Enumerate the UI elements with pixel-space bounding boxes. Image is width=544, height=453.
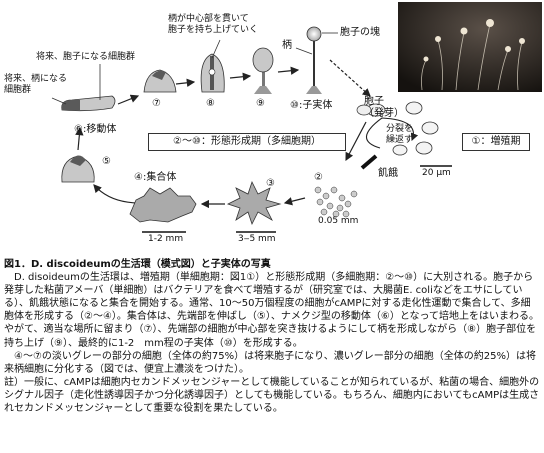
label-stalk-cells: 将来、柄になる 細胞群 — [4, 74, 68, 95]
slug-tip — [61, 100, 80, 110]
arrow-5-to-6 — [75, 126, 84, 151]
stalk-cells-pointer — [51, 97, 67, 105]
label-stage7: ⑦ — [152, 98, 161, 109]
label-stalk-pierces: 柄が中心部を貫いて 胞子を持ち上げていく — [168, 14, 259, 35]
arrow-9-to-10 — [277, 66, 300, 75]
division-cycle-arrow — [365, 117, 419, 149]
caption-title: 図1．D. discoideumの生活環（模式図）と子実体の写真 — [4, 259, 271, 270]
figure-caption: 図1．D. discoideumの生活環（模式図）と子実体の写真 D. diso… — [4, 258, 540, 415]
mound-stage7 — [143, 69, 177, 93]
label-aggregate: ④:集合体 — [134, 172, 177, 183]
arrow-8-to-9 — [229, 72, 252, 81]
streaming-stage3 — [226, 180, 282, 226]
culminant-stage8 — [200, 53, 225, 93]
caption-paragraph-2: ④〜⑦の淡いグレーの部分の細胞（全体の約75%）は将来胞子になり、濃いグレー部分… — [4, 350, 536, 375]
label-spore-mass: 胞子の塊 — [340, 27, 380, 38]
label-fruiting-body: ⑩:子実体 — [290, 100, 333, 111]
scale-label-005mm: 0.05 mm — [318, 216, 359, 226]
aggregate-stage4 — [129, 187, 197, 223]
culminant-stage9 — [252, 47, 274, 94]
starvation-bar — [360, 154, 378, 170]
arrow-6-to-7 — [117, 94, 140, 105]
label-slug: ⑥:移動体 — [74, 124, 117, 135]
growth-box: ①：増殖期 — [462, 133, 530, 151]
fruiting-body-stage10 — [306, 26, 322, 94]
tipped-mound-stage5 — [61, 155, 95, 183]
spore-germination — [356, 104, 372, 116]
mound-stage7-tip — [152, 70, 166, 80]
arrow-7-to-8 — [175, 78, 196, 87]
pierce-pointer — [211, 39, 221, 59]
label-stage2: ② — [314, 172, 323, 183]
fruiting-body-photo — [398, 2, 542, 92]
caption-note: 註）一般に、cAMPは細胞内セカンドメッセンジャーとして機能していることが知られ… — [4, 376, 540, 415]
life-cycle-diagram — [51, 26, 452, 233]
label-stage5: ⑤ — [102, 156, 111, 167]
caption-paragraph-1: D. disoideumの生活環は、増殖期（単細胞期：図1①）と形態形成期（多細… — [4, 272, 540, 349]
arrow-2-to-3 — [283, 197, 306, 206]
label-division: 分裂を 繰返す — [386, 124, 414, 145]
arrow-10-to-spore — [329, 59, 371, 97]
label-stalk: 柄 — [282, 40, 292, 51]
morphogenesis-box: ②〜⑩：形態形成期（多細胞期） — [148, 133, 346, 151]
arrow-4-to-5 — [93, 184, 141, 204]
label-stage9: ⑨ — [256, 98, 265, 109]
scattered-cells-stage2 — [314, 186, 358, 218]
label-stage8: ⑧ — [206, 98, 215, 109]
label-spore-cells: 将来、胞子になる細胞群 — [36, 52, 136, 62]
scale-label-3-5mm: 3‒5 mm — [238, 234, 276, 244]
label-spore: 胞子 （発芽） — [364, 96, 404, 119]
scale-label-20um: 20 μm — [422, 168, 451, 178]
amoeba-cells — [366, 101, 439, 156]
label-stage3: ③ — [266, 178, 275, 189]
scale-label-1-2mm: 1-2 mm — [148, 234, 184, 244]
label-starvation: 飢餓 — [378, 168, 398, 179]
arrow-spore-down — [345, 121, 367, 162]
stalk-pointer — [295, 47, 313, 55]
